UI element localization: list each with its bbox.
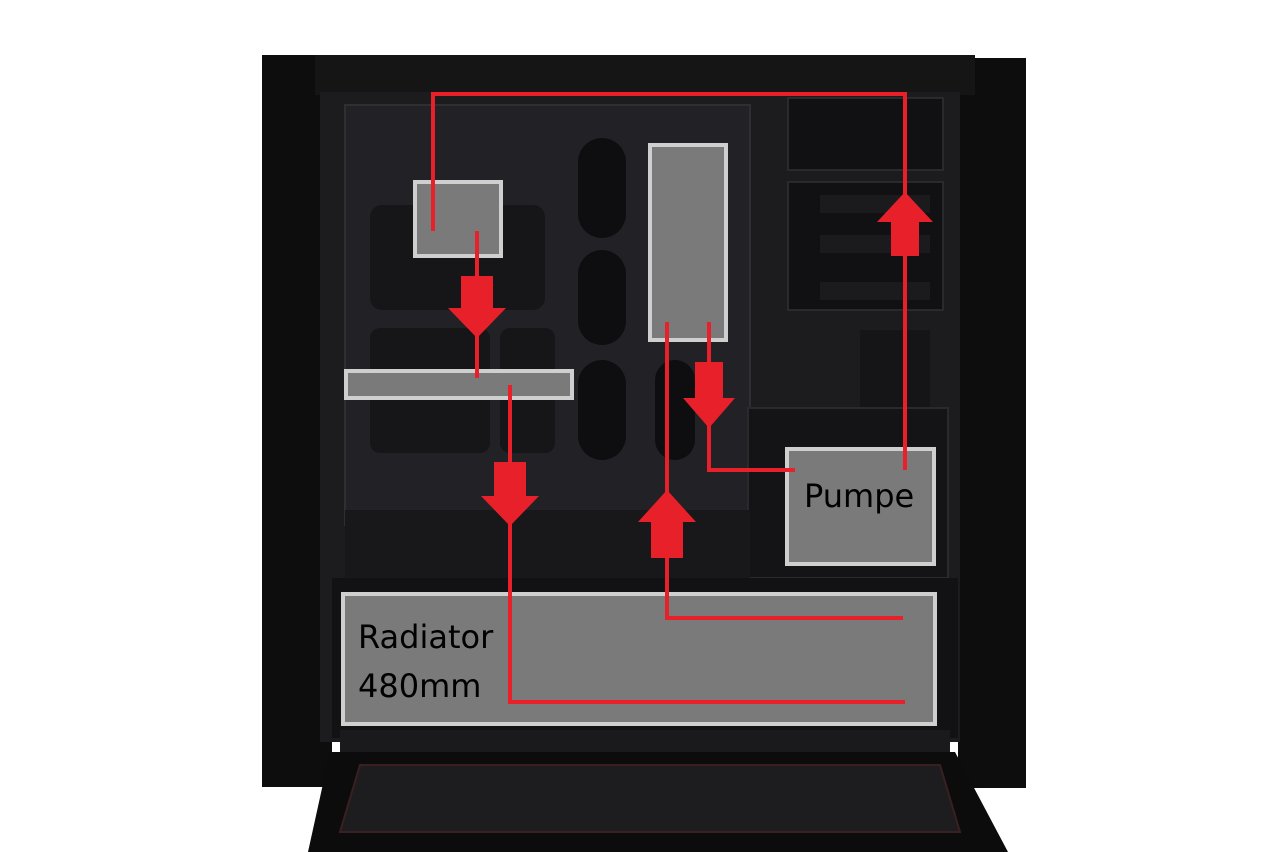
loop-line-top bbox=[431, 92, 907, 470]
case-right-panel bbox=[958, 58, 1026, 788]
arrow-up-icon bbox=[877, 192, 933, 256]
arrow-down-icon bbox=[481, 462, 539, 526]
bottom-rail bbox=[340, 730, 950, 755]
drive-cage-upper bbox=[787, 97, 944, 171]
loop-line-radiator-to-gpu bbox=[665, 322, 903, 620]
gpu-block bbox=[648, 143, 728, 342]
grommet-4 bbox=[655, 360, 695, 460]
grommet-2 bbox=[578, 250, 626, 345]
case-top-rail bbox=[315, 55, 975, 95]
grommet-3 bbox=[578, 360, 626, 460]
flow-arrows bbox=[448, 192, 933, 558]
radiator-label-line1: Radiator bbox=[358, 618, 494, 656]
arrow-down-icon bbox=[683, 362, 735, 428]
arrow-down-icon bbox=[448, 276, 506, 338]
pump-block bbox=[785, 447, 936, 566]
chipset-block bbox=[344, 369, 574, 400]
cpu-block bbox=[413, 180, 503, 258]
grommet-1 bbox=[578, 138, 626, 238]
radiator-label-line2: 480mm bbox=[358, 667, 481, 705]
drive-bay-3 bbox=[820, 282, 930, 300]
arrow-up-icon bbox=[638, 490, 696, 558]
pump-label: Pumpe bbox=[804, 477, 914, 515]
dust-filter-mesh bbox=[338, 764, 962, 833]
